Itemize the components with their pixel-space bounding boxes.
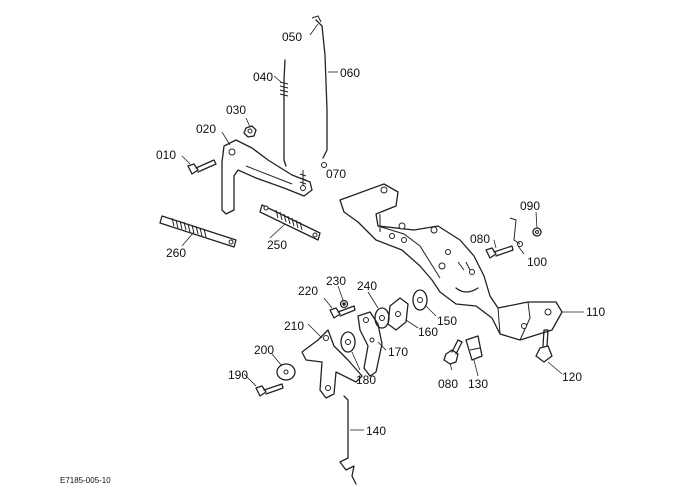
washer-240 (374, 307, 390, 329)
label-050: 050 (282, 30, 302, 44)
lever-020 (221, 139, 313, 215)
lever-170 (357, 311, 383, 377)
label-010: 010 (156, 148, 176, 162)
nut-030 (243, 125, 257, 138)
label-080-upper: 080 (470, 232, 490, 246)
bolt-190 (255, 383, 284, 397)
part-labels: 050 060 040 030 020 010 070 090 080 100 … (156, 30, 605, 438)
label-030: 030 (226, 103, 246, 117)
spring-bar-260 (159, 215, 237, 248)
bracket-110 (339, 183, 563, 341)
label-240: 240 (357, 279, 377, 293)
bolt-220 (329, 305, 356, 319)
washer-200 (276, 363, 296, 381)
washer-150 (412, 289, 428, 311)
label-130: 130 (468, 377, 488, 391)
label-040: 040 (253, 70, 273, 84)
label-230: 230 (326, 274, 346, 288)
label-210: 210 (284, 319, 304, 333)
label-200: 200 (254, 343, 274, 357)
label-190: 190 (228, 368, 248, 382)
rod-060 (311, 15, 328, 168)
nut-230 (339, 299, 349, 309)
label-260: 260 (166, 246, 186, 260)
label-110: 110 (586, 305, 605, 319)
label-220: 220 (298, 284, 318, 298)
spring-rod-040 (279, 59, 289, 167)
bolt-010 (187, 159, 217, 175)
label-020: 020 (196, 122, 216, 136)
label-100: 100 (527, 255, 547, 269)
spring-clip-070 (299, 170, 307, 186)
label-140: 140 (366, 424, 386, 438)
label-180: 180 (356, 373, 376, 387)
clip-100 (509, 217, 523, 247)
rod-140 (339, 395, 357, 485)
label-080-lower: 080 (438, 377, 458, 391)
clip-130 (465, 335, 483, 361)
bolt-080-upper (485, 245, 514, 259)
washer-180 (340, 331, 356, 353)
label-150: 150 (437, 314, 457, 328)
reference-code: E7185-005-10 (60, 476, 111, 485)
label-060: 060 (340, 66, 360, 80)
spring-bar-250 (259, 204, 321, 241)
lever-210 (301, 329, 363, 399)
label-160: 160 (418, 325, 438, 339)
bolt-080-lower (443, 339, 463, 365)
label-090: 090 (520, 199, 540, 213)
bolt-120 (535, 329, 553, 363)
label-120: 120 (562, 370, 582, 384)
label-250: 250 (267, 238, 287, 252)
label-070: 070 (326, 167, 346, 181)
nut-090 (532, 227, 542, 237)
label-170: 170 (388, 345, 408, 359)
cam-160 (387, 297, 409, 331)
